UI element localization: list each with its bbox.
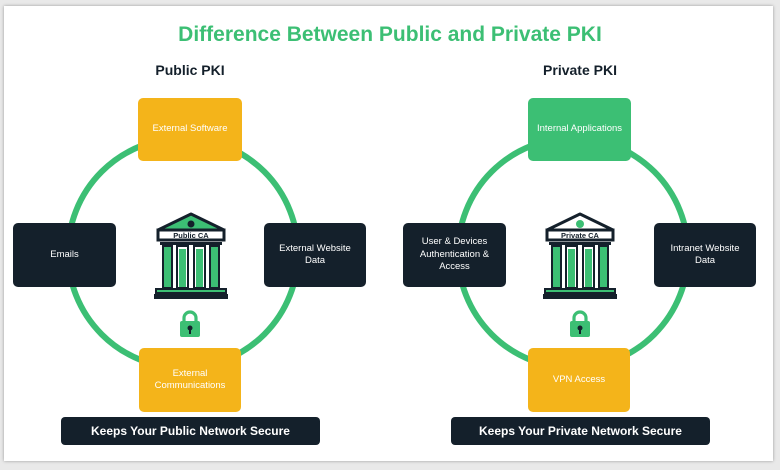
padlock-icon xyxy=(180,310,200,337)
public-ca-label: Public CA xyxy=(173,231,209,240)
public-pki-heading: Public PKI xyxy=(155,62,225,78)
public-node-external-communications: External Communications xyxy=(139,348,241,412)
public-pki-panel: Public PKI External Software Emails Exte… xyxy=(13,62,366,445)
diagram-title: Difference Between Public and Private PK… xyxy=(178,23,602,46)
bank-building-icon: Public CA xyxy=(154,212,228,299)
private-pki-heading: Private PKI xyxy=(543,62,617,78)
public-node-emails: Emails xyxy=(13,223,116,287)
public-node-external-software: External Software xyxy=(138,98,242,161)
private-node-internal-applications: Internal Applications xyxy=(528,98,631,161)
private-pki-footer: Keeps Your Private Network Secure xyxy=(451,417,710,445)
private-ca-label: Private CA xyxy=(561,231,600,240)
public-node-external-website-data: External Website Data xyxy=(264,223,366,287)
public-pki-footer: Keeps Your Public Network Secure xyxy=(61,417,320,445)
private-node-vpn-access: VPN Access xyxy=(528,348,630,412)
private-node-intranet-website-data: Intranet Website Data xyxy=(654,223,756,287)
private-node-user-devices-auth: User & Devices Authentication & Access xyxy=(403,223,506,287)
private-pki-panel: Private PKI Internal Applications User &… xyxy=(390,0,780,470)
padlock-icon xyxy=(570,310,590,337)
bank-building-icon: Private CA xyxy=(543,212,617,299)
